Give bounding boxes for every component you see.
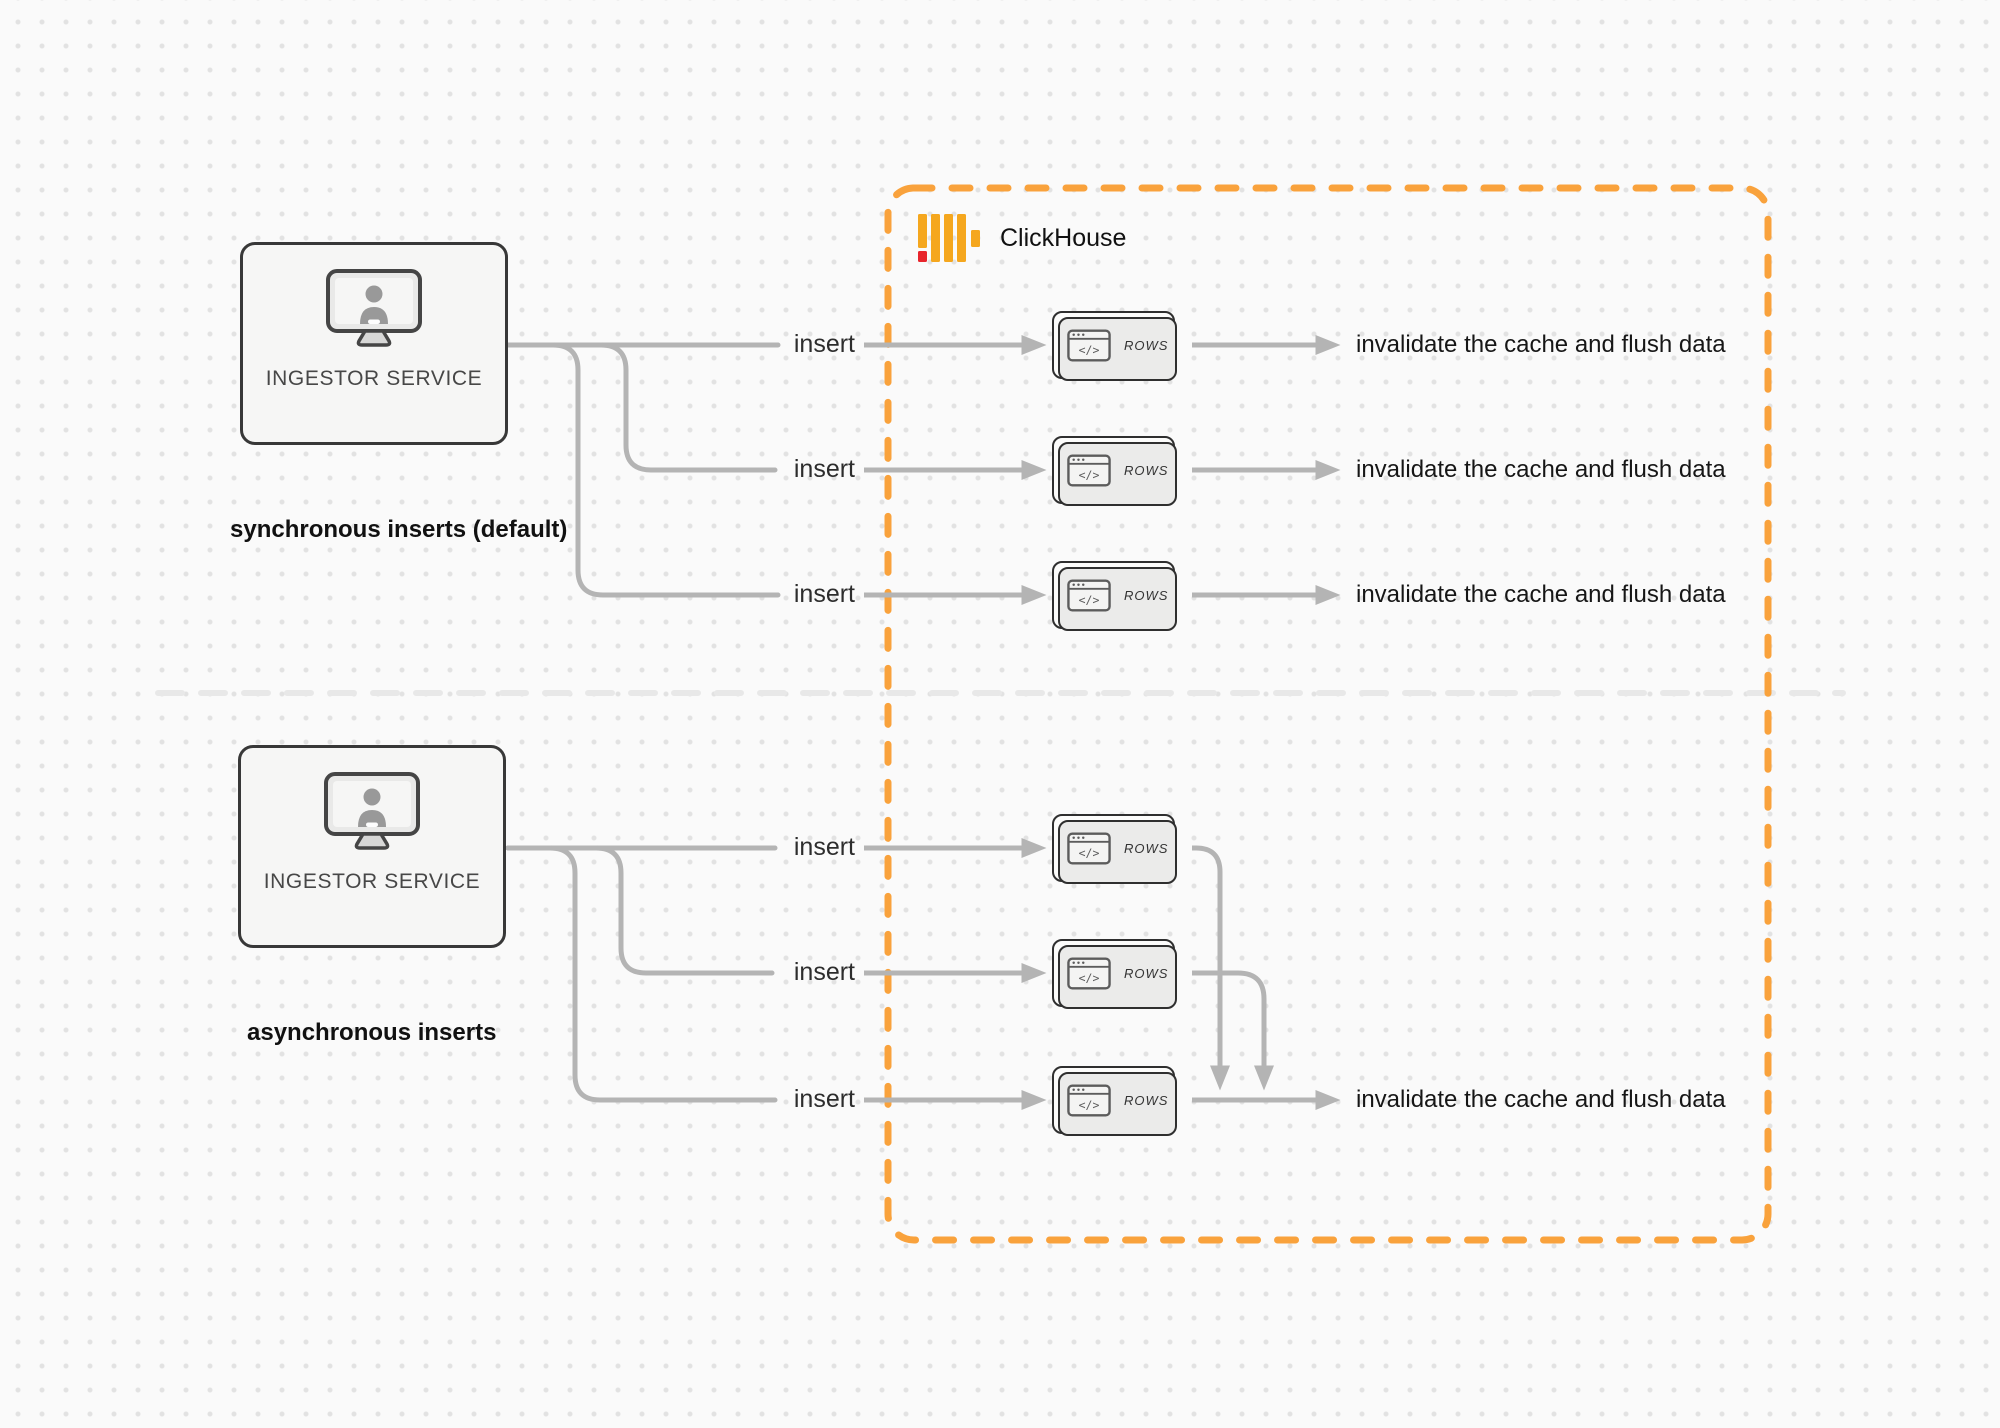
insert-label: insert (793, 1085, 855, 1113)
rows-table-card: </> ROWS (1052, 939, 1177, 1009)
result-label: invalidate the cache and flush data (1356, 581, 1726, 608)
ingestor-service-box-sync: INGESTOR SERVICE (240, 242, 508, 445)
rows-label: ROWS (1124, 337, 1169, 353)
logo-bar-with-red-dot (918, 214, 927, 262)
async-fanout-connectors (505, 845, 778, 1103)
rows-table-card: </> ROWS (1052, 561, 1177, 631)
sync-caption: synchronous inserts (default) (230, 516, 568, 543)
rows-label: ROWS (1124, 1092, 1169, 1108)
rows-table-card: </> ROWS (1052, 1066, 1177, 1136)
insert-label: insert (793, 455, 855, 483)
rows-table-card: </> ROWS (1052, 814, 1177, 884)
code-window-icon: </> (1067, 453, 1111, 487)
svg-text:</>: </> (1079, 343, 1100, 357)
service-label: INGESTOR SERVICE (265, 367, 483, 390)
result-label: invalidate the cache and flush data (1356, 1086, 1726, 1113)
sync-result-arrows (1192, 335, 1341, 605)
code-window-icon: </> (1067, 831, 1111, 865)
result-label: invalidate the cache and flush data (1356, 456, 1726, 483)
ingestor-service-box-async: INGESTOR SERVICE (238, 745, 506, 948)
monitor-user-icon (326, 269, 422, 347)
rows-label: ROWS (1124, 462, 1169, 478)
svg-text:</>: </> (1079, 468, 1100, 482)
clickhouse-bars-logo (918, 213, 980, 263)
insert-label: insert (793, 958, 855, 986)
sync-insert-arrows (864, 335, 1047, 605)
async-caption: asynchronous inserts (247, 1019, 497, 1046)
svg-text:</>: </> (1079, 593, 1100, 607)
code-window-icon: </> (1067, 328, 1111, 362)
code-window-icon: </> (1067, 578, 1111, 612)
clickhouse-header: ClickHouse (918, 213, 1126, 263)
service-label: INGESTOR SERVICE (263, 870, 481, 893)
insert-label: insert (793, 580, 855, 608)
code-window-icon: </> (1067, 956, 1111, 990)
svg-text:</>: </> (1079, 1098, 1100, 1112)
monitor-user-icon (324, 772, 420, 850)
insert-label: insert (793, 330, 855, 358)
clickhouse-container-border (884, 184, 1772, 1244)
async-insert-arrows (864, 838, 1047, 1110)
rows-label: ROWS (1124, 587, 1169, 603)
svg-text:</>: </> (1079, 971, 1100, 985)
sync-fanout-connectors (506, 342, 781, 598)
async-converge-arrows (1192, 845, 1341, 1110)
rows-table-card: </> ROWS (1052, 436, 1177, 506)
code-window-icon: </> (1067, 1083, 1111, 1117)
clickhouse-title: ClickHouse (1000, 223, 1127, 252)
result-label: invalidate the cache and flush data (1356, 331, 1726, 358)
svg-text:</>: </> (1079, 846, 1100, 860)
rows-table-card: </> ROWS (1052, 311, 1177, 381)
insert-label: insert (793, 833, 855, 861)
rows-label: ROWS (1124, 965, 1169, 981)
rows-label: ROWS (1124, 840, 1169, 856)
